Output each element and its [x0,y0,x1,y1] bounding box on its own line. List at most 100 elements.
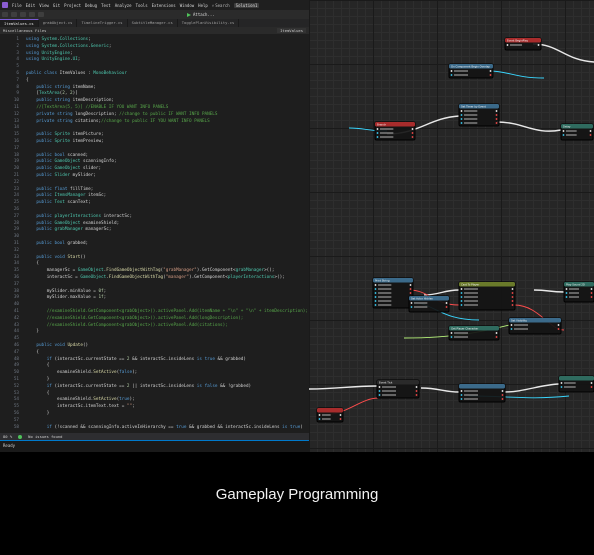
menu-file[interactable]: File [12,2,22,8]
output-pin[interactable] [590,386,593,388]
input-pin[interactable] [318,418,321,420]
code-text[interactable]: using System.Collections;using System.Co… [26,35,309,433]
code-line[interactable]: //[TextArea(5, 5)] //ENABLE IF YOU WANT … [36,105,169,110]
code-line[interactable]: mySlider.minValue = 0f; [26,288,107,294]
code-line[interactable]: interactSc = GameObject.FindGameObjectWi… [26,275,285,280]
input-pin[interactable] [374,296,377,298]
input-pin[interactable] [560,382,563,384]
code-line[interactable]: public Sprite itemPicture; [36,132,104,138]
output-pin[interactable] [495,118,498,120]
code-line[interactable]: public Text scanText; [36,200,91,206]
code-line[interactable]: managerSc = GameObject.FindGameObjectWit… [26,268,275,274]
code-line[interactable]: examineShield.SetActive(false); [26,370,138,376]
output-pin[interactable] [445,306,448,308]
code-line[interactable]: if (!scanned && scanningInfo.activeInHie… [46,424,303,430]
input-pin[interactable] [460,300,463,302]
code-line[interactable]: private string longDescription; //change… [36,111,218,117]
menu-tools[interactable]: Tools [135,2,148,8]
output-pin[interactable] [511,304,514,306]
input-pin[interactable] [460,118,463,120]
input-pin[interactable] [374,300,377,302]
blueprint-node[interactable] [316,407,344,423]
code-line[interactable]: public ItemsManager itemSc; [36,193,107,199]
code-line[interactable]: public void Update() [36,343,89,348]
output-pin[interactable] [445,302,448,304]
input-pin[interactable] [565,288,568,290]
input-pin[interactable] [460,292,463,294]
input-pin[interactable] [376,132,379,134]
input-pin[interactable] [460,296,463,298]
output-pin[interactable] [501,394,504,396]
back-button[interactable] [2,12,8,17]
code-line[interactable]: public Slider mySlider; [36,173,96,178]
code-line[interactable]: { [26,363,50,369]
output-pin[interactable] [590,292,593,294]
redo-button[interactable] [38,12,44,17]
output-pin[interactable] [589,134,592,136]
output-pin[interactable] [495,336,498,338]
output-pin[interactable] [489,74,492,76]
code-line[interactable]: public bool scanned; [36,152,89,158]
output-pin[interactable] [339,418,342,420]
input-pin[interactable] [460,114,463,116]
output-pin[interactable] [415,386,418,388]
blueprint-node[interactable]: Set Actor Hidden [408,295,450,313]
project-dropdown[interactable]: Miscellaneous Files [3,28,47,33]
output-pin[interactable] [411,132,414,134]
output-pin[interactable] [511,288,514,290]
blueprint-node[interactable] [558,375,594,393]
output-pin[interactable] [557,328,560,330]
code-line[interactable]: public class ItemValues : MonoBehaviour [26,71,127,76]
blueprint-node[interactable]: Get Player Character [448,325,500,341]
input-pin[interactable] [460,122,463,124]
blueprint-node[interactable]: Set Timer by Event [458,103,500,127]
undo-button[interactable] [29,12,35,17]
output-pin[interactable] [495,332,498,334]
tab-grabobject[interactable]: grabObject.cs [39,19,78,27]
input-pin[interactable] [374,284,377,286]
input-pin[interactable] [460,110,463,112]
menu-git[interactable]: Git [52,2,61,8]
input-pin[interactable] [378,390,381,392]
input-pin[interactable] [450,74,453,76]
code-line[interactable]: public GameObject scanningInfo; [36,159,117,165]
output-pin[interactable] [409,288,412,290]
code-line[interactable]: using UnityEngine.UI; [26,57,81,63]
blueprint-node[interactable]: Print String [372,277,414,309]
code-line[interactable]: public void Start() [36,254,86,260]
code-line[interactable]: public float fillTime; [36,186,94,192]
blueprint-node[interactable]: Play Sound 2D [563,281,594,303]
search-box[interactable]: ⌕ Search [212,3,230,8]
member-dropdown[interactable]: ItemValues [277,28,306,33]
forward-button[interactable] [11,12,17,17]
input-pin[interactable] [506,44,509,46]
input-pin[interactable] [565,296,568,298]
menu-view[interactable]: View [39,2,49,8]
input-pin[interactable] [450,332,453,334]
code-line[interactable]: [TextArea(2, 2)] [26,91,78,97]
input-pin[interactable] [376,128,379,130]
input-pin[interactable] [410,306,413,308]
menu-debug[interactable]: Debug [85,2,98,8]
blueprint-node[interactable]: Cast To Player [458,281,516,311]
code-line[interactable]: interactSc.itemText.text = ""; [26,404,135,410]
code-line[interactable]: using UnityEngine; [26,50,73,56]
code-line[interactable]: //examineShield.GetComponent<grabObject>… [46,309,309,314]
code-line[interactable]: using System.Collections; [26,37,91,42]
solution-name[interactable]: Solution1 [233,2,260,8]
code-line[interactable]: //examineShield.GetComponent<grabObject>… [46,322,228,328]
code-line[interactable]: //examineShield.GetComponent<grabObject>… [46,315,244,321]
output-pin[interactable] [495,122,498,124]
blueprint-node[interactable]: Event Tick [376,379,420,399]
input-pin[interactable] [376,136,379,138]
input-pin[interactable] [510,324,513,326]
output-pin[interactable] [411,128,414,130]
output-pin[interactable] [557,324,560,326]
input-pin[interactable] [374,304,377,306]
input-pin[interactable] [450,336,453,338]
blueprint-node[interactable]: Set Visibility [508,317,562,335]
code-line[interactable]: public string itemDescription; [36,98,114,104]
code-line[interactable]: { [26,77,29,83]
